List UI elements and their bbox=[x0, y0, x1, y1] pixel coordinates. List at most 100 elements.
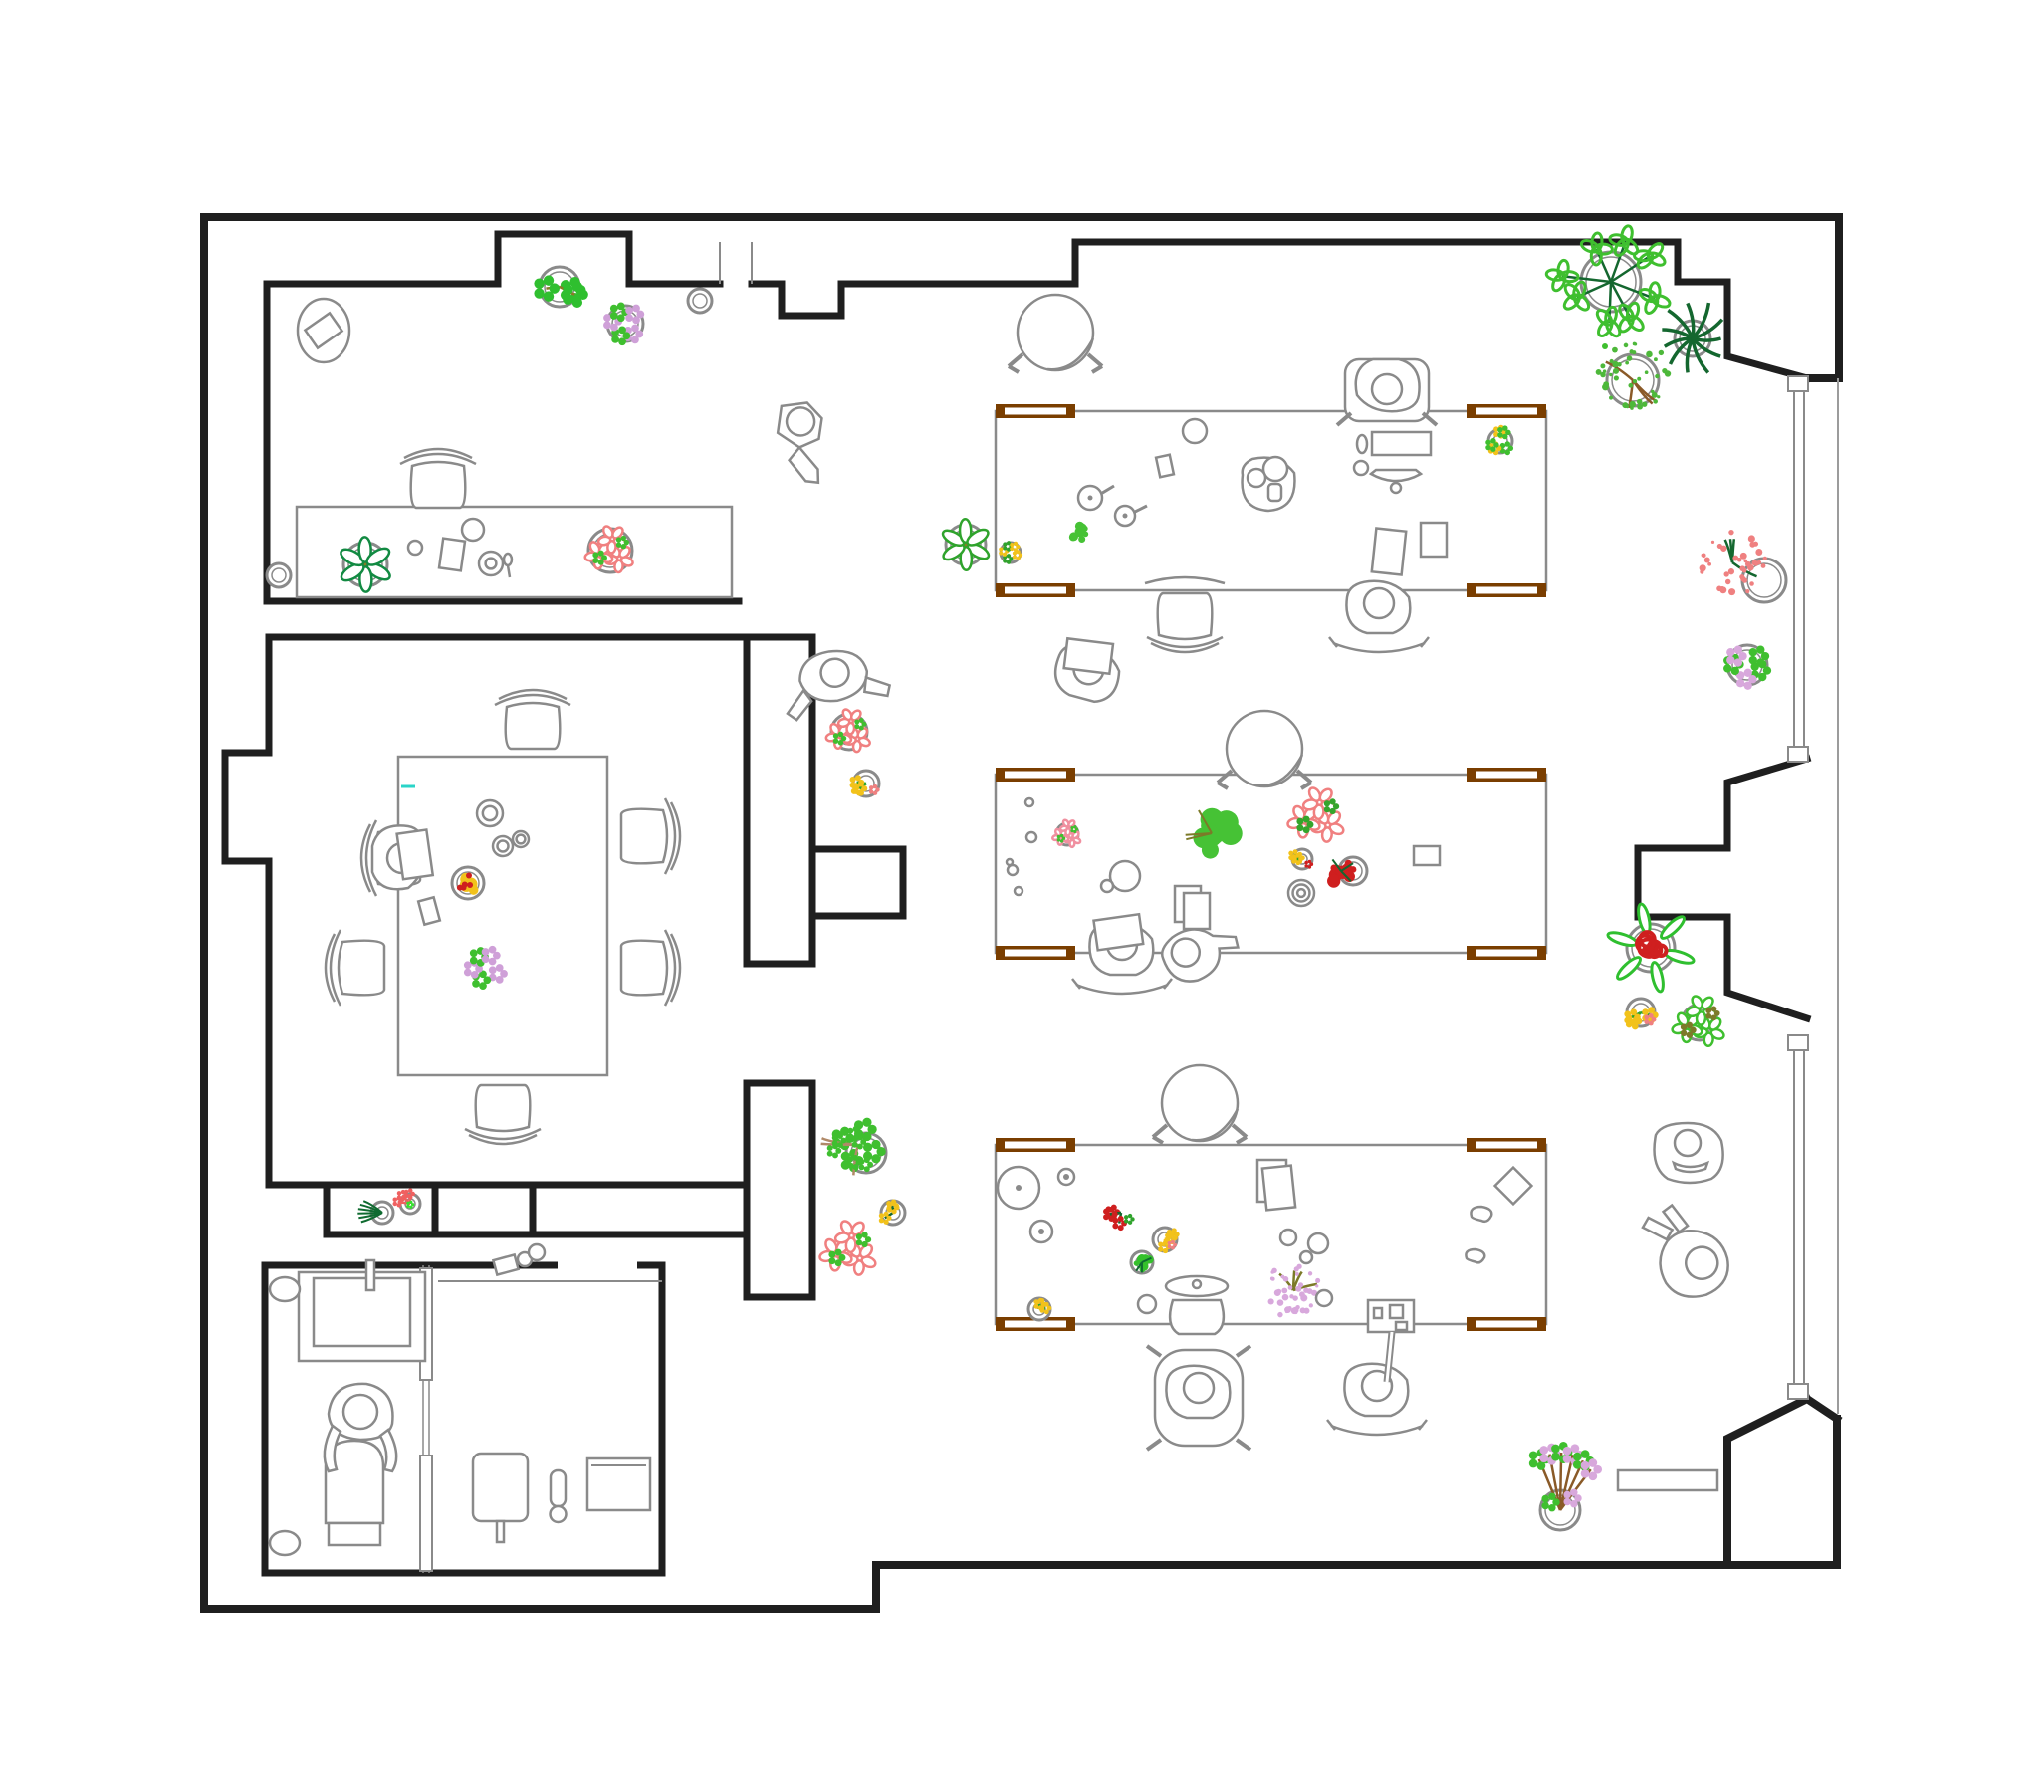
petal bbox=[828, 1257, 836, 1265]
chair-back2 bbox=[494, 693, 571, 707]
outer-wall bbox=[200, 213, 1843, 1613]
long-leaf bbox=[1650, 961, 1665, 994]
petal bbox=[1580, 1450, 1590, 1458]
cup-handle bbox=[1134, 504, 1148, 514]
petal bbox=[832, 733, 839, 739]
petal bbox=[479, 982, 487, 991]
plant-schefflera bbox=[1544, 224, 1672, 338]
stipple-dot bbox=[1739, 552, 1747, 560]
record-hole bbox=[1063, 1174, 1069, 1180]
petal bbox=[571, 297, 583, 308]
plant-dots bbox=[1595, 341, 1672, 410]
person-head bbox=[1170, 937, 1202, 968]
petal bbox=[837, 1133, 843, 1139]
petal bbox=[858, 1164, 865, 1171]
petal bbox=[1504, 441, 1511, 447]
stipple-dot bbox=[1300, 1294, 1308, 1302]
petal bbox=[871, 1154, 881, 1164]
branch bbox=[1605, 360, 1634, 381]
stipple-dot bbox=[1728, 588, 1736, 596]
petal bbox=[1634, 1013, 1641, 1021]
stipple-dot bbox=[1741, 577, 1748, 583]
petal bbox=[463, 968, 472, 977]
spoon-handle bbox=[506, 564, 512, 578]
petal bbox=[592, 558, 599, 563]
branch bbox=[1291, 1270, 1303, 1291]
plant-pot-inner bbox=[271, 567, 287, 583]
petal bbox=[609, 304, 618, 313]
stipple-dot bbox=[1267, 1298, 1274, 1305]
desk-leg-bracket-slot bbox=[1005, 407, 1066, 415]
chairs bbox=[324, 293, 1313, 1146]
petal bbox=[620, 544, 627, 550]
petal bbox=[847, 1127, 854, 1134]
chair-arc bbox=[1330, 1424, 1424, 1437]
window-sill-cap bbox=[1787, 1383, 1809, 1400]
petal bbox=[1539, 1454, 1549, 1463]
person-arm-right bbox=[323, 1424, 342, 1473]
petal bbox=[894, 1205, 900, 1211]
petal bbox=[488, 945, 497, 954]
petal bbox=[1504, 449, 1511, 456]
petal bbox=[618, 337, 626, 346]
device-button bbox=[1394, 1320, 1409, 1332]
petal bbox=[1056, 838, 1061, 842]
stipple-dot bbox=[1276, 1299, 1284, 1306]
leaflet bbox=[1646, 242, 1665, 260]
chair-back bbox=[468, 1133, 538, 1146]
small-circle-object bbox=[1352, 459, 1370, 477]
chair-tulip bbox=[324, 929, 386, 1007]
petal bbox=[597, 559, 604, 565]
petal bbox=[863, 1157, 870, 1164]
petal bbox=[878, 1218, 885, 1224]
chair-back2 bbox=[1146, 635, 1224, 649]
petal bbox=[1288, 850, 1294, 856]
leaf bbox=[340, 548, 365, 567]
leaflet bbox=[1556, 258, 1570, 280]
bathroom-faucet bbox=[364, 1258, 376, 1292]
petal bbox=[1010, 542, 1015, 548]
device-button bbox=[1372, 1306, 1384, 1320]
petal bbox=[631, 336, 639, 344]
stipple-dot bbox=[1612, 367, 1620, 374]
petal bbox=[1548, 1503, 1556, 1512]
person-head bbox=[819, 657, 850, 689]
petal bbox=[858, 718, 864, 723]
walls bbox=[200, 213, 1843, 1613]
stipple-dot bbox=[1629, 400, 1636, 408]
petal bbox=[1296, 817, 1304, 825]
petal bbox=[1158, 1241, 1164, 1247]
petal bbox=[1490, 438, 1496, 444]
petal bbox=[481, 948, 490, 956]
petal bbox=[396, 1191, 402, 1196]
petal bbox=[1563, 1497, 1571, 1506]
paper-or-object bbox=[1260, 1164, 1297, 1212]
petal bbox=[1735, 679, 1745, 688]
spiral-cup bbox=[1295, 887, 1307, 899]
petal bbox=[1009, 557, 1014, 561]
stipple-dot bbox=[1747, 535, 1755, 543]
stipple-dot bbox=[1644, 370, 1649, 375]
stipple-dot bbox=[1752, 541, 1759, 547]
petal-outline bbox=[852, 1259, 865, 1276]
petal bbox=[999, 547, 1004, 552]
held-paper bbox=[1062, 636, 1115, 676]
petal bbox=[472, 980, 480, 988]
petal-outline bbox=[1067, 819, 1076, 828]
petal bbox=[1167, 1244, 1172, 1249]
petal bbox=[1010, 546, 1015, 552]
stipple-dot bbox=[1637, 403, 1643, 410]
petal bbox=[835, 1147, 842, 1154]
petal bbox=[849, 776, 856, 783]
petal bbox=[1507, 445, 1514, 451]
petal bbox=[1127, 1213, 1133, 1219]
petal bbox=[632, 304, 640, 313]
petal bbox=[1570, 1444, 1580, 1454]
chair-bowl bbox=[1225, 709, 1304, 788]
petal-outline bbox=[619, 556, 634, 567]
petal bbox=[495, 964, 504, 972]
plant-maple bbox=[818, 1220, 877, 1276]
petal bbox=[1485, 439, 1491, 446]
stipple-dot bbox=[1632, 341, 1637, 346]
bathroom-door-gap bbox=[558, 1260, 637, 1270]
